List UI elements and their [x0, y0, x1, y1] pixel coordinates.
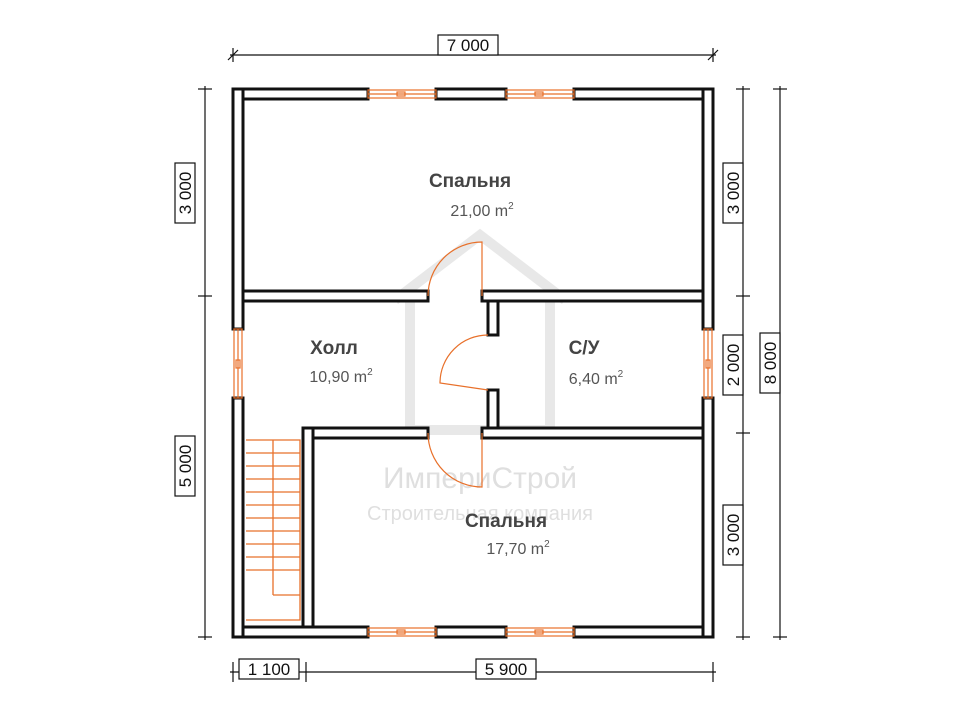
room-area: 6,40 m2	[569, 369, 624, 388]
window-top-2	[505, 89, 575, 99]
watermark-subtitle: Строительная компания	[367, 503, 593, 525]
dim-top-total: 7 000	[447, 36, 490, 55]
walls	[231, 87, 715, 639]
door-bedroom-top	[427, 241, 483, 297]
dim-right-middle: 2 000	[724, 344, 743, 387]
window-bottom-1	[367, 627, 437, 637]
wall-top-right	[572, 87, 715, 101]
watermark: ИмпериСтрой Строительная компания	[367, 228, 593, 525]
wall-bottom-mid	[434, 625, 508, 639]
room-name: Холл	[310, 338, 358, 359]
dim-label-left-upper: 3 000	[174, 162, 196, 224]
dim-left-lower: 5 000	[176, 445, 195, 488]
room-area: 21,00 m2	[450, 201, 514, 220]
watermark-title: ИмпериСтрой	[383, 462, 577, 495]
dimension-lines	[198, 48, 787, 682]
wall-int-upper-left	[241, 289, 430, 303]
room-area: 10,90 m2	[309, 367, 373, 386]
wall-bath-left-bottom	[486, 388, 500, 430]
window-right	[703, 328, 713, 399]
room-area: 17,70 m2	[486, 539, 550, 558]
door-bathroom	[439, 334, 489, 391]
dim-left-upper: 3 000	[176, 172, 195, 215]
dim-label-right-lower: 3 000	[722, 504, 744, 566]
wall-top-mid	[434, 87, 508, 101]
room-name: Спальня	[465, 511, 547, 532]
wall-bottom-left	[231, 625, 370, 639]
wall-bottom-right	[572, 625, 715, 639]
dim-label-bottom-right: 5 900	[475, 658, 537, 680]
room-bedroom-top: Спальня 21,00 m2	[429, 171, 514, 220]
wall-int-lower-right	[480, 426, 705, 440]
dim-right-lower: 3 000	[724, 514, 743, 557]
dim-label-bottom-left: 1 100	[238, 658, 300, 680]
dim-right-total: 8 000	[761, 342, 780, 385]
wall-int-lower-left	[301, 426, 430, 440]
door-bedroom-bottom	[427, 432, 483, 488]
dim-label-top: 7 000	[437, 34, 499, 56]
room-hall: Холл 10,90 m2	[309, 338, 373, 386]
dim-bottom-left: 1 100	[248, 660, 291, 679]
window-left	[233, 328, 243, 399]
window-bottom-2	[505, 627, 575, 637]
room-bedroom-bottom: Спальня 17,70 m2	[465, 511, 550, 558]
dim-label-right-total: 8 000	[759, 332, 781, 394]
wall-top-left	[231, 87, 370, 101]
dim-bottom-right: 5 900	[485, 660, 528, 679]
window-top-1	[367, 89, 437, 99]
dim-label-left-lower: 5 000	[174, 435, 196, 497]
windows	[233, 89, 713, 637]
room-name: Спальня	[429, 171, 511, 192]
room-bathroom: С/У 6,40 m2	[569, 338, 624, 388]
dim-label-right-middle: 2 000	[722, 334, 744, 396]
wall-left-lower	[231, 396, 245, 639]
dim-label-right-upper: 3 000	[722, 162, 744, 224]
doors	[427, 241, 489, 488]
house-logo-icon	[391, 228, 569, 435]
wall-int-upper-right	[480, 289, 705, 303]
dim-right-upper: 3 000	[724, 172, 743, 215]
staircase	[246, 439, 301, 621]
wall-bath-left-top	[486, 299, 500, 337]
room-name: С/У	[569, 338, 600, 359]
wall-stair-side	[301, 426, 315, 629]
